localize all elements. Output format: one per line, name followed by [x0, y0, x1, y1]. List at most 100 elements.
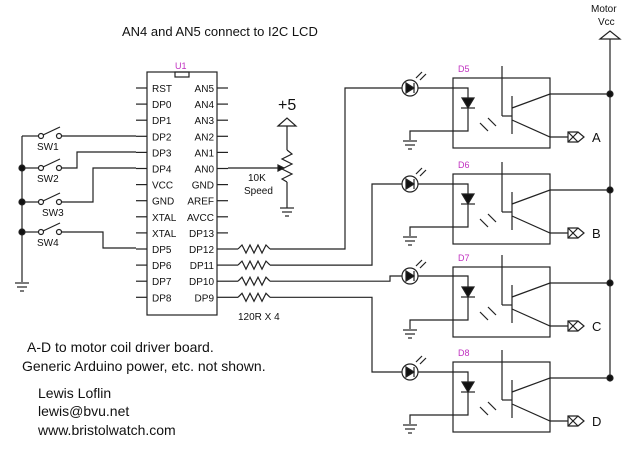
author-name: Lewis Loflin — [38, 385, 111, 401]
wire — [62, 151, 136, 169]
pin-label-an0: AN0 — [195, 165, 215, 176]
output-terminal-icon — [567, 131, 585, 143]
motor-vcc-symbol — [598, 30, 622, 40]
pot-name: Speed — [244, 186, 273, 197]
ic-pins: RSTDP0DP1DP2DP3DP4VCCGNDXTALXTALDP5DP6DP… — [136, 84, 228, 304]
output-terminal-icon — [567, 415, 579, 427]
optocoupler-d7: D7C — [401, 253, 614, 339]
pin-label-dp2: DP2 — [152, 132, 172, 143]
output-label: C — [592, 319, 601, 334]
switch-contact — [55, 198, 63, 206]
led-icon — [405, 81, 416, 95]
output-terminal-icon — [567, 227, 585, 239]
wire — [409, 108, 469, 140]
author-email[interactable]: lewis@bvu.net — [38, 403, 129, 419]
output-label: A — [592, 130, 601, 145]
switch-label: SW3 — [42, 208, 64, 219]
pin-label-an4: AN4 — [195, 100, 215, 111]
light-ray-icon — [419, 261, 427, 269]
led-icon — [405, 269, 416, 283]
pot-value: 10K — [248, 173, 266, 184]
pin-label-dp12: DP12 — [189, 245, 214, 256]
switch-contact — [55, 164, 63, 172]
pin-label-dp7: DP7 — [152, 277, 172, 288]
wire — [511, 93, 610, 109]
wire — [418, 275, 469, 287]
light-ray-icon — [479, 122, 489, 132]
pin-label-dp3: DP3 — [152, 148, 172, 159]
pin-label-avcc: AVCC — [187, 213, 214, 224]
pin-label-dp13: DP13 — [189, 229, 214, 240]
ic-ref: U1 — [175, 61, 187, 71]
pin-label-gnd: GND — [152, 197, 174, 208]
light-ray-icon — [487, 117, 497, 127]
output-label: B — [592, 226, 601, 241]
pin-label-dp6: DP6 — [152, 261, 172, 272]
note-line1: A-D to motor coil driver board. — [27, 339, 214, 355]
output-terminal-icon — [567, 131, 579, 143]
opto-diode-icon — [460, 286, 476, 299]
switch-label: SW1 — [37, 142, 59, 153]
switch-contact — [55, 228, 63, 236]
resistor — [237, 275, 271, 287]
output-terminal-icon — [567, 415, 585, 427]
junction-dot — [18, 198, 26, 206]
light-ray-icon — [487, 306, 497, 316]
output-terminal-icon — [567, 320, 579, 332]
author-website[interactable]: www.bristolwatch.com — [37, 422, 176, 438]
motor-vcc-label-2: Vcc — [598, 17, 615, 28]
resistor — [237, 259, 271, 271]
motor-vcc-label-1: Motor — [591, 4, 617, 15]
junction-dot — [18, 164, 26, 172]
junction-dot — [18, 228, 26, 236]
junction-dot — [606, 186, 614, 194]
led-icon — [405, 365, 416, 379]
wire — [418, 183, 469, 194]
switch-contact — [37, 228, 45, 236]
switch-contact — [37, 132, 45, 140]
light-ray-icon — [419, 73, 427, 81]
opto-diode-icon — [460, 381, 476, 394]
switch-lever — [42, 126, 61, 136]
opto-diode-icon — [460, 97, 476, 110]
switch-contact — [37, 198, 45, 206]
pin-label-an5: AN5 — [195, 84, 215, 95]
light-ray-icon — [479, 311, 489, 321]
pin-label-dp8: DP8 — [152, 293, 172, 304]
pin-label-aref: AREF — [187, 197, 214, 208]
light-ray-icon — [415, 71, 423, 79]
wire — [409, 392, 469, 424]
output-terminal-icon — [567, 320, 585, 332]
opto-ref: D7 — [458, 253, 470, 263]
light-ray-icon — [479, 406, 489, 416]
wire — [511, 119, 568, 138]
output-terminal-icon — [567, 227, 579, 239]
wire — [270, 87, 402, 250]
pin-label-gnd: GND — [192, 181, 214, 192]
wire — [511, 308, 568, 327]
note-line2: Generic Arduino power, etc. not shown. — [22, 358, 266, 374]
opto-ref: D5 — [458, 64, 470, 74]
optocoupler-d8: D8D — [401, 348, 614, 434]
opto-diode-icon — [460, 193, 476, 206]
opto-ref: D8 — [458, 348, 470, 358]
wire — [270, 183, 402, 266]
wire — [409, 297, 469, 329]
wire — [511, 403, 568, 422]
light-ray-icon — [419, 169, 427, 177]
switch-label: SW4 — [37, 238, 59, 249]
light-ray-icon — [415, 167, 423, 175]
wire — [62, 231, 136, 249]
potentiometer — [228, 117, 298, 217]
pin-label-dp9: DP9 — [195, 293, 215, 304]
pin-label-dp5: DP5 — [152, 245, 172, 256]
ic-notch — [174, 71, 190, 78]
pin-label-dp11: DP11 — [190, 261, 215, 272]
pin-label-an3: AN3 — [195, 116, 215, 127]
led-icon — [405, 177, 416, 191]
pin-label-an1: AN1 — [195, 148, 215, 159]
resistors-label: 120R X 4 — [238, 312, 280, 323]
